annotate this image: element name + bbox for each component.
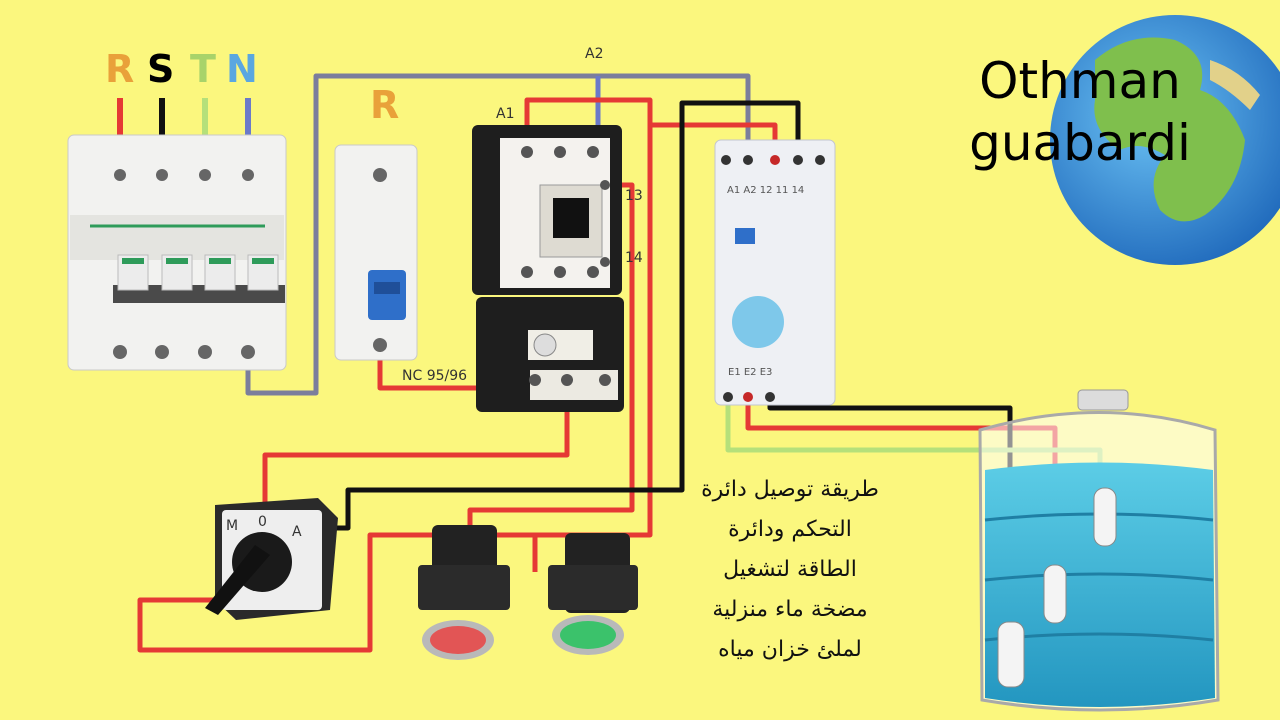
caption-line-1: طريقة توصيل دائرة	[701, 477, 879, 502]
contactor-label-14: 14	[625, 250, 643, 266]
start-push-button[interactable]	[548, 533, 638, 655]
supply-label-t: T	[190, 47, 216, 91]
stop-push-button[interactable]	[418, 525, 510, 660]
caption-text: طريقة توصيل دائرة التحكم ودائرة الطاقة ل…	[670, 470, 910, 670]
selector-label-off: 0	[258, 514, 267, 530]
relay-bottom-labels: E1 E2 E3	[728, 367, 772, 378]
selector-label-a: A	[292, 524, 302, 540]
contactor-label-a1: A1	[496, 106, 514, 122]
supply-labels: R S T N	[105, 47, 258, 91]
water-tank	[978, 389, 1220, 712]
selector-label-m: M	[226, 518, 238, 534]
supply-label-r: R	[105, 47, 134, 91]
brand-name: Othman guabardi	[965, 50, 1195, 174]
relay-terminal-labels: A1 A2 12 11 14	[727, 185, 804, 196]
brand-line-1: Othman	[979, 52, 1181, 110]
caption-line-4: مضخة ماء منزلية	[712, 597, 868, 622]
selector-switch[interactable]: M 0 A	[205, 498, 338, 620]
supply-label-s: S	[147, 47, 174, 91]
caption-line-3: الطاقة لتشغيل	[723, 557, 857, 582]
nc-label: NC 95/96	[402, 368, 467, 384]
caption-line-2: التحكم ودائرة	[728, 517, 852, 542]
globe-logo	[1050, 15, 1280, 265]
caption-line-5: لملئ خزان مياه	[718, 637, 862, 662]
contactor-label-13: 13	[625, 188, 643, 204]
contactor: A2 A1 13 14	[472, 46, 643, 295]
overload-relay	[476, 297, 624, 412]
brand-line-2: guabardi	[969, 114, 1191, 172]
supply-label-n: N	[226, 47, 258, 91]
single-pole-breaker: R	[334, 83, 418, 361]
level-control-relay: A1 A2 12 11 14 E1 E2 E3	[714, 139, 836, 406]
contactor-label-a2: A2	[585, 46, 603, 62]
four-pole-breaker	[67, 134, 287, 371]
breaker-label-r: R	[370, 83, 399, 127]
